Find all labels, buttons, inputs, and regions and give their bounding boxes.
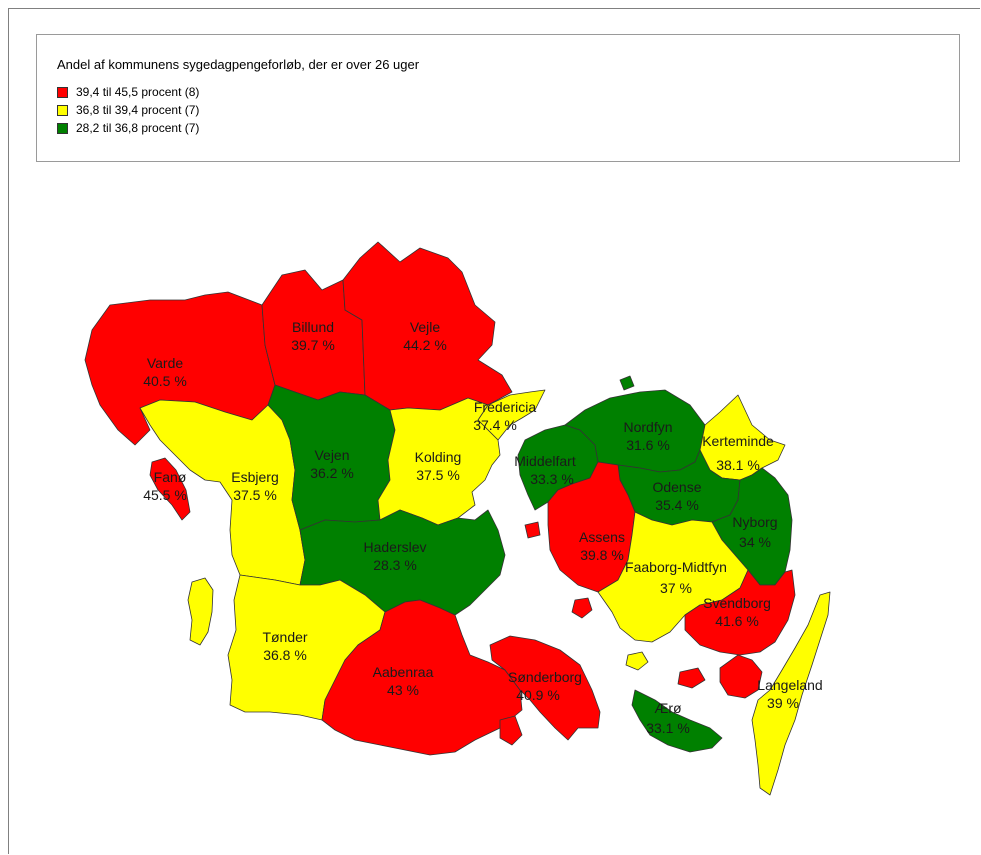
legend-label-mid: 36,8 til 39,4 procent (7) <box>76 103 200 117</box>
label-middelfart-name: Middelfart <box>514 453 576 469</box>
label-haderslev-name: Haderslev <box>363 539 426 555</box>
island-taasinge <box>719 654 763 699</box>
label-odense-name: Odense <box>652 479 701 495</box>
label-nyborg-name: Nyborg <box>732 514 777 530</box>
legend-swatch-yellow <box>57 104 68 116</box>
label-middelfart-value: 33.3 % <box>530 471 574 487</box>
label-varde-name: Varde <box>147 355 184 371</box>
region-svendborg[interactable] <box>684 569 796 656</box>
label-svendborg-name: Svendborg <box>703 595 771 611</box>
label-langeland-name: Langeland <box>757 677 822 693</box>
legend-label-high: 39,4 til 45,5 procent (8) <box>76 85 200 99</box>
region-fanoe[interactable] <box>149 457 191 521</box>
legend-swatch-green <box>57 122 68 134</box>
legend-title: Andel af kommunens sygedagpengeforløb, d… <box>57 57 420 72</box>
label-toender-value: 36.8 % <box>263 647 307 663</box>
label-billund-name: Billund <box>292 319 334 335</box>
legend-item-high: 39,4 til 45,5 procent (8) <box>57 85 199 99</box>
label-kerteminde-value: 38.1 % <box>716 457 760 473</box>
legend-label-low: 28,2 til 36,8 procent (7) <box>76 121 200 135</box>
island-small-2 <box>625 651 649 671</box>
island-small-4 <box>619 375 635 391</box>
label-nyborg-value: 34 % <box>739 534 771 550</box>
region-langeland[interactable] <box>751 591 831 796</box>
label-toender-name: Tønder <box>262 629 307 645</box>
island-small-5 <box>524 521 541 539</box>
region-kolding[interactable] <box>377 397 501 526</box>
label-nordfyn-value: 31.6 % <box>626 437 670 453</box>
label-esbjerg-name: Esbjerg <box>231 469 278 485</box>
label-aeroe-name: Ærø <box>654 700 682 716</box>
label-vejen-name: Vejen <box>314 447 349 463</box>
island-small-3 <box>677 667 706 689</box>
label-soenderborg-value: 40.9 % <box>516 687 560 703</box>
island-roemoe <box>187 577 214 646</box>
label-kolding-name: Kolding <box>415 449 462 465</box>
legend-item-mid: 36,8 til 39,4 procent (7) <box>57 103 199 117</box>
label-soenderborg-name: Sønderborg <box>508 669 582 685</box>
legend-item-low: 28,2 til 36,8 procent (7) <box>57 121 199 135</box>
label-kerteminde-name: Kerteminde <box>702 433 774 449</box>
label-nordfyn-name: Nordfyn <box>623 419 672 435</box>
label-langeland-value: 39 % <box>767 695 799 711</box>
label-kolding-value: 37.5 % <box>416 467 460 483</box>
label-vejen-value: 36.2 % <box>310 465 354 481</box>
label-haderslev-value: 28.3 % <box>373 557 417 573</box>
region-aabenraa[interactable] <box>321 599 523 756</box>
label-esbjerg-value: 37.5 % <box>233 487 277 503</box>
label-fanoe-name: Fanø <box>154 469 187 485</box>
region-labels: Varde 40.5 % Billund 39.7 % Vejle 44.2 %… <box>143 319 823 736</box>
label-fredericia-value: 37.4 % <box>473 417 517 433</box>
label-fredericia-name: Fredericia <box>474 399 536 415</box>
label-billund-value: 39.7 % <box>291 337 335 353</box>
label-varde-value: 40.5 % <box>143 373 187 389</box>
region-aeroe[interactable] <box>631 689 723 753</box>
label-assens-name: Assens <box>579 529 625 545</box>
label-vejle-name: Vejle <box>410 319 441 335</box>
legend-box: Andel af kommunens sygedagpengeforløb, d… <box>36 34 960 162</box>
label-faaborg-value: 37 % <box>660 580 692 596</box>
island-small-1 <box>571 597 593 619</box>
region-soenderborg[interactable] <box>489 635 601 741</box>
label-aabenraa-value: 43 % <box>387 682 419 698</box>
island-als-north <box>499 715 523 746</box>
label-assens-value: 39.8 % <box>580 547 624 563</box>
map-frame <box>8 8 980 854</box>
label-odense-value: 35.4 % <box>655 497 699 513</box>
label-aeroe-value: 33.1 % <box>646 720 690 736</box>
label-vejle-value: 44.2 % <box>403 337 447 353</box>
legend-swatch-red <box>57 86 68 98</box>
label-faaborg-name: Faaborg-Midtfyn <box>625 559 727 575</box>
label-aabenraa-name: Aabenraa <box>373 664 434 680</box>
label-fanoe-value: 45.5 % <box>143 487 187 503</box>
label-svendborg-value: 41.6 % <box>715 613 759 629</box>
